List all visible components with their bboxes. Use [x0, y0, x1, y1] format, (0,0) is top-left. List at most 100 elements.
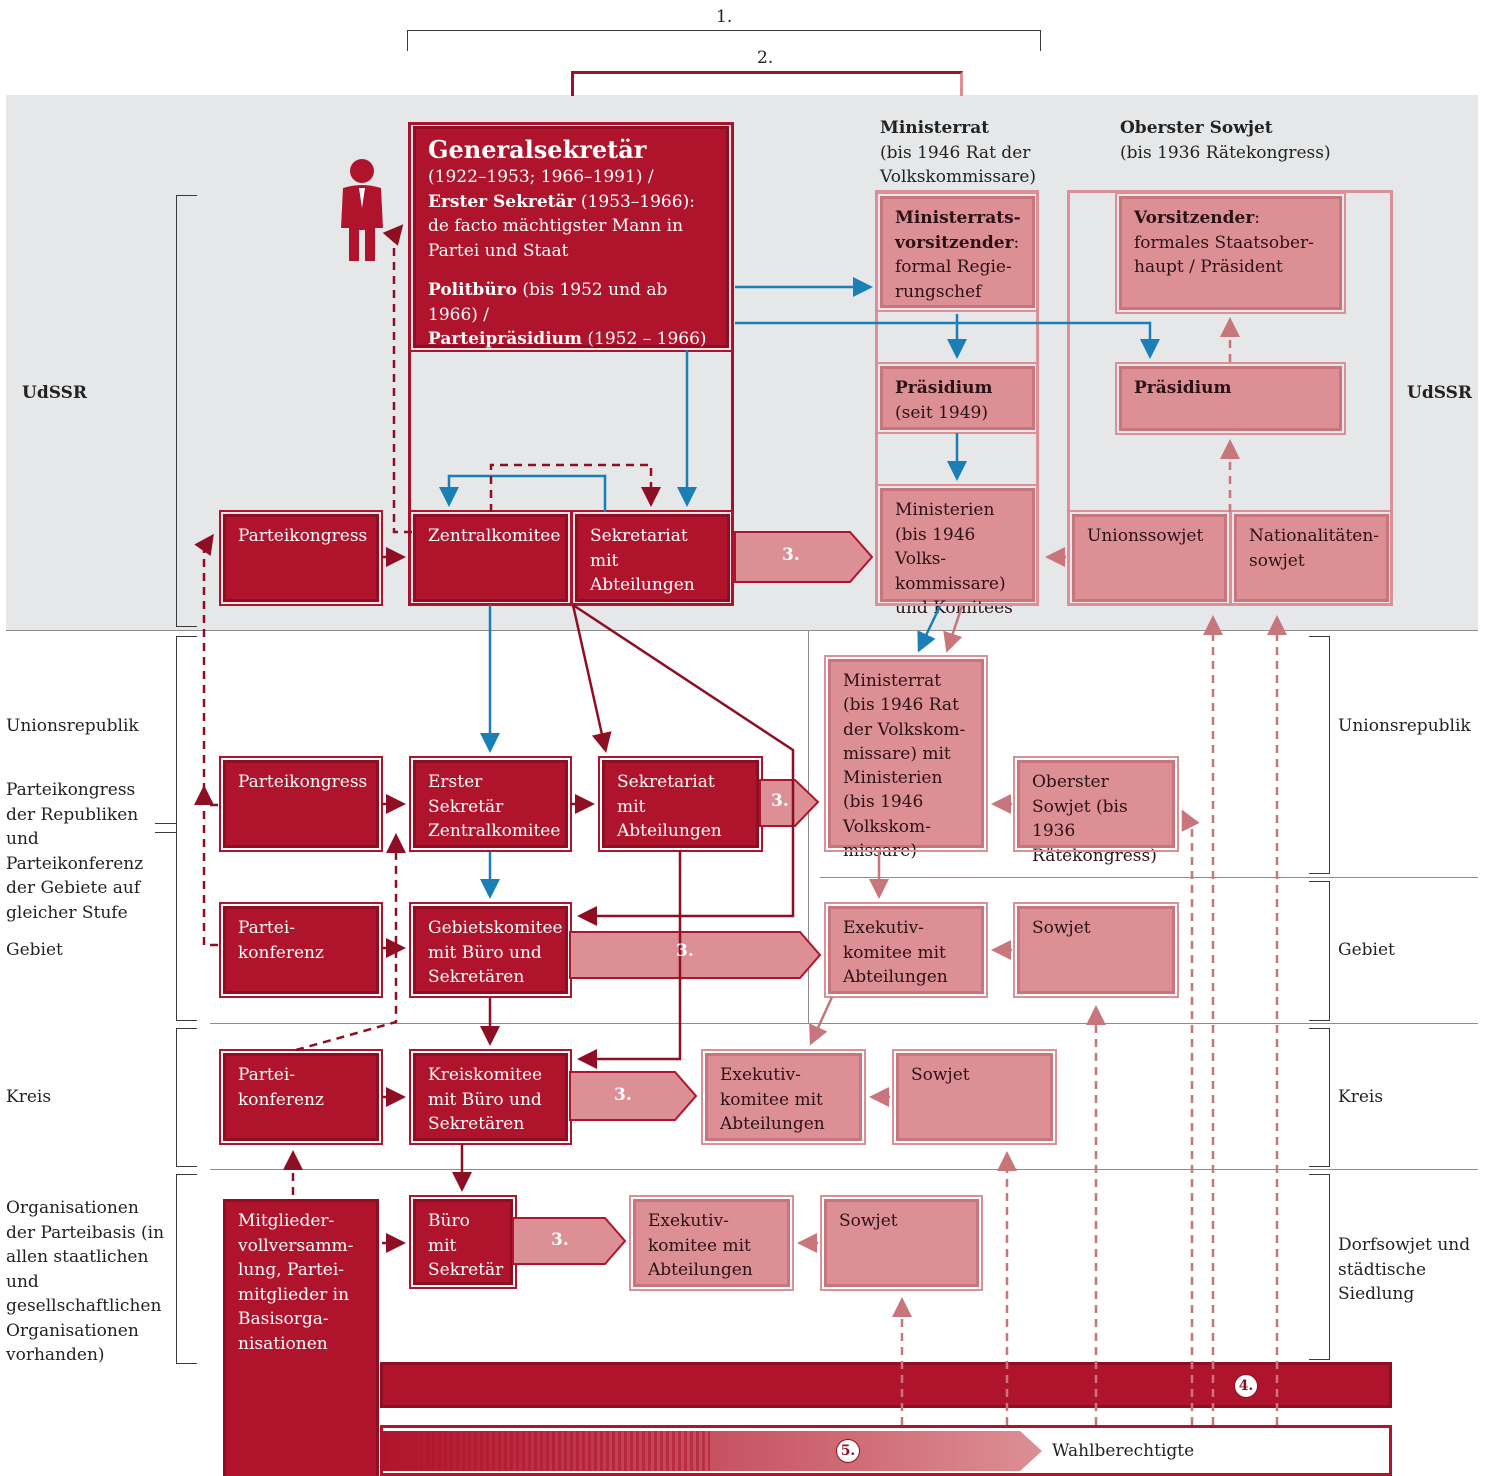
ministerien-box: Ministerien (bis 1946 Volks- kommissare)…	[876, 484, 1039, 618]
exekutivkomitee-dorf-box: Exekutiv- komitee mit Abteilungen	[629, 1195, 794, 1291]
gebietskomitee-box: Gebietskomitee mit Büro und Sekretären	[409, 902, 572, 998]
sowjet-dorf-box: Sowjet	[820, 1195, 983, 1291]
gensek-line1: (1922–1953; 1966–1991) /	[428, 167, 654, 187]
mr-vorsitz-b2: vorsitzender	[895, 232, 1014, 253]
light-arrow-ministerien-to-mr-republik	[943, 605, 964, 653]
sekretariat-republik-box: Sekretariat mit Abteilungen	[598, 756, 763, 852]
dashed-left-up-republik	[194, 785, 218, 947]
gensek-line6-bold: Parteipräsidium	[428, 329, 583, 349]
separator-gebiet-right	[820, 877, 1478, 878]
label-3-gebiet: 3.	[676, 941, 694, 961]
level-unionsrepublik-left: Unionsrepublik	[6, 716, 139, 736]
sowjet-gebiet-box: Sowjet	[1013, 902, 1179, 998]
arrow-sek-to-sekrep	[571, 604, 612, 753]
mr-praesidium-box: Präsidium (seit 1949)	[876, 362, 1039, 434]
os-vorsitz-r1: :	[1254, 208, 1261, 228]
sowjet-heading-sub1: (bis 1936 Rätekongress)	[1120, 142, 1331, 163]
mitgliedervollversammlung-box: Mitglieder- vollversamm- lung, Partei- m…	[223, 1199, 379, 1476]
blue-arrow-ministerien-to-republik	[917, 605, 942, 653]
sowjet-kreis-box: Sowjet	[892, 1049, 1057, 1145]
light-arrow-exek-g-to-exek-k	[809, 996, 834, 1046]
separator-basis	[210, 1169, 1478, 1170]
party-members-bar	[380, 1362, 1392, 1408]
bracket-right-dorf	[1309, 1174, 1330, 1360]
gensek-line2-bold: Erster Sekretär	[428, 191, 576, 212]
os-vorsitz-r3: haupt / Präsident	[1134, 257, 1283, 277]
wahlberechtigte-label: Wahlberechtigte	[1052, 1441, 1195, 1461]
dashed-left-up-udssr	[194, 533, 218, 807]
kreiskomitee-box: Kreiskomitee mit Büro und Sekretären	[409, 1049, 572, 1145]
erster-sekretaer-box: Erster Sekretär Zentralkomitee	[409, 756, 572, 852]
bracket-right-kreis	[1309, 1028, 1330, 1167]
ministerrat-column-frame	[875, 190, 1039, 606]
level-kreis-left: Kreis	[6, 1087, 52, 1107]
level-udssr-left: UdSSR	[22, 383, 88, 403]
level-kreis-right: Kreis	[1338, 1087, 1384, 1107]
parteikonferenz-kreis-box: Partei- konferenz	[219, 1049, 383, 1145]
ministerrat-heading-sub2: Volkskommissare)	[880, 167, 1037, 187]
arrow-3-udssr	[734, 531, 874, 583]
ministerrat-heading-title: Ministerrat	[880, 118, 990, 138]
mr-vorsitz-b1: Ministerrats-	[895, 208, 1021, 228]
arrow-3-kreis	[569, 1071, 698, 1121]
generalsekretaer-title: Generalsekretär	[428, 135, 647, 164]
bracket-2-label: 2.	[757, 48, 774, 68]
label-3-udssr: 3.	[782, 545, 800, 565]
sowjet-heading: Oberster Sowjet (bis 1936 Rätekongress)	[1120, 116, 1331, 165]
os-vorsitz-r2: formales Staatsober-	[1134, 232, 1314, 253]
sekretariat-udssr-box: Sekretariat mit Abteilungen	[571, 510, 734, 606]
mr-vorsitz-r2: formal Regie-	[895, 257, 1012, 277]
os-vorsitzender-box: Vorsitzender: formales Staatsober- haupt…	[1115, 192, 1346, 314]
exekutivkomitee-kreis-box: Exekutiv- komitee mit Abteilungen	[701, 1049, 866, 1145]
mr-vorsitz-r3: rungschef	[895, 281, 982, 302]
gensek-line4: Partei und Staat	[428, 240, 569, 261]
os-praesidium-box: Präsidium	[1115, 362, 1346, 435]
marker-5: 5.	[836, 1439, 860, 1463]
person-icon	[341, 159, 383, 261]
level-unionsrepublik-right: Unionsrepublik	[1338, 716, 1471, 736]
bracket-right-republik	[1309, 636, 1330, 874]
os-vorsitz-b: Vorsitzender	[1134, 208, 1255, 228]
arrow-sekrep-to-kreiskomitee	[577, 850, 682, 1069]
level-gebiet-right: Gebiet	[1338, 940, 1395, 960]
parteikongress-republik-box: Parteikongress	[219, 756, 383, 852]
gensek-line5-rest: (bis 1952 und ab 1966) /	[428, 280, 668, 325]
parteikonferenz-gebiet-box: Partei- konferenz	[219, 902, 383, 998]
gensek-line5-bold: Politbüro	[428, 280, 517, 300]
arrow-5-stripes	[410, 1431, 710, 1471]
arrow-3-gebiet	[569, 931, 822, 979]
level-basis-left: Organisationen der Parteibasis (in allen…	[6, 1198, 165, 1365]
mr-vorsitz-r1: :	[1013, 232, 1020, 253]
label-3-dorf: 3.	[551, 1230, 569, 1250]
dashed-kreis-up	[295, 833, 406, 1052]
blue-arrow-loop-zk	[439, 474, 607, 512]
separator-vertical	[808, 630, 809, 1023]
arrow-sek-to-gebietskomitee	[572, 603, 795, 926]
separator-udssr	[6, 630, 1478, 631]
bracket-republik	[176, 636, 197, 1021]
gensek-line2-rest: (1953–1966):	[575, 191, 695, 212]
exekutivkomitee-gebiet-box: Exekutiv- komitee mit Abteilungen	[824, 902, 988, 998]
bracket-2	[571, 71, 963, 96]
ministerrat-heading: Ministerrat (bis 1946 Rat der Volkskommi…	[880, 116, 1036, 190]
mr-praes-r: (seit 1949)	[895, 402, 988, 423]
buero-box: Büro mit Sekretär	[409, 1195, 517, 1289]
label-3-republik: 3.	[771, 791, 789, 811]
bracket-1-label: 1.	[716, 7, 733, 27]
bracket-1	[407, 30, 1041, 51]
level-parteikongress-note: Parteikongress der Republiken und Partei…	[6, 780, 144, 923]
level-udssr-right: UdSSR	[1407, 383, 1473, 403]
separator-kreis	[210, 1023, 1478, 1024]
light-dashed-vote-os-republik	[1181, 809, 1200, 1425]
unionssowjet-box: Unionssowjet	[1068, 510, 1231, 606]
sowjet-heading-title: Oberster Sowjet	[1120, 118, 1273, 138]
dashed-zk-loop	[489, 463, 661, 512]
blue-arrow-gs-to-ospraesidium	[735, 321, 1160, 359]
nationalitaeten-box: Nationalitäten- sowjet	[1230, 510, 1393, 606]
parteikongress-udssr-box: Parteikongress	[219, 510, 383, 606]
label-3-kreis: 3.	[614, 1085, 632, 1105]
level-gebiet-left: Gebiet	[6, 940, 63, 960]
bracket-udssr	[176, 195, 197, 627]
arrow-3-dorf	[512, 1217, 627, 1265]
